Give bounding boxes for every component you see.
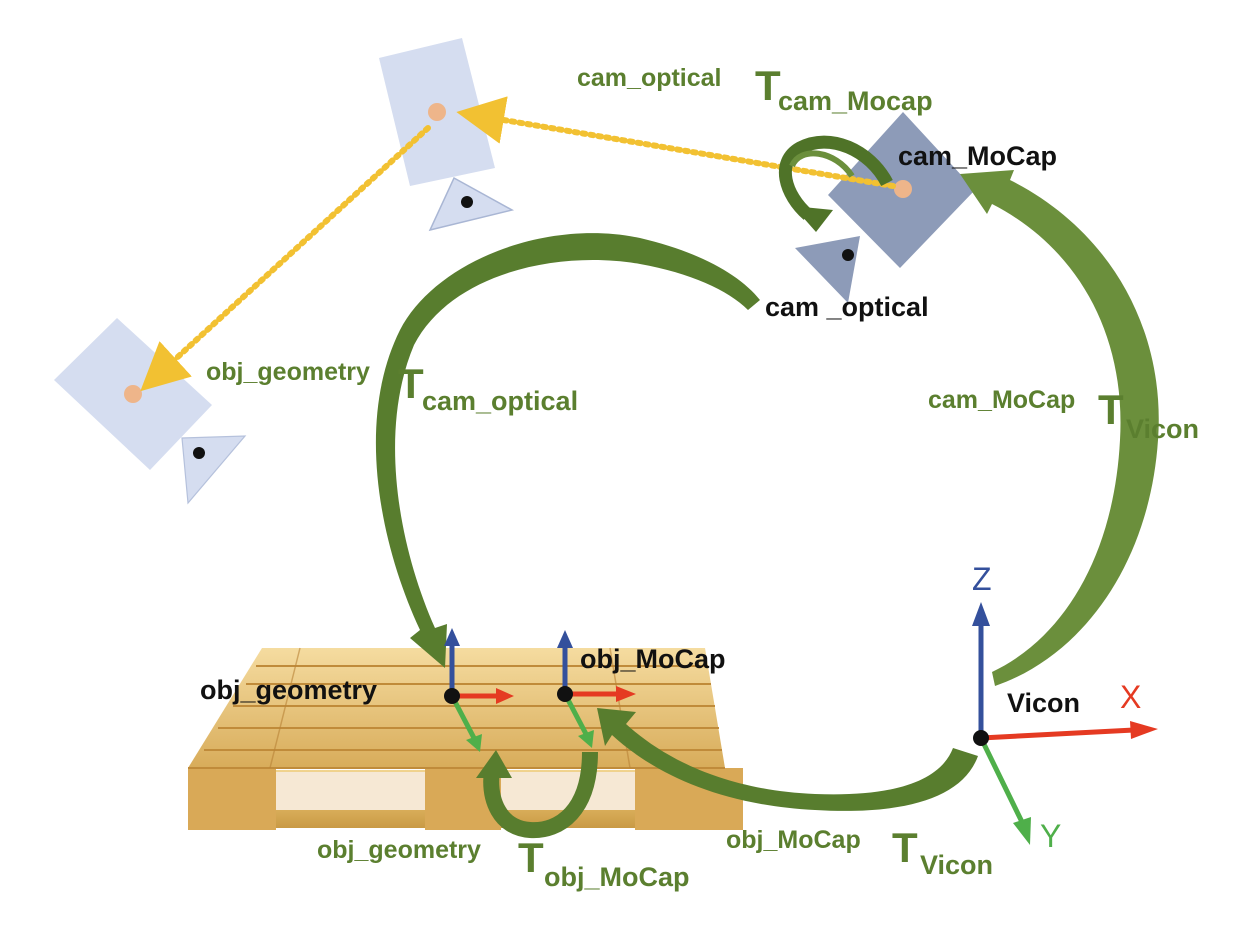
arrow-cam-optical-from-cam-mocap xyxy=(778,135,893,232)
label-obj-geometry: obj_geometry xyxy=(200,675,377,705)
axis-z-label: Z xyxy=(972,561,992,597)
optical-center-dot xyxy=(193,447,205,459)
arrow-obj-geometry-from-obj-mocap xyxy=(476,750,598,839)
label-vicon: Vicon xyxy=(1007,688,1080,718)
svg-text:obj_MoCap: obj_MoCap xyxy=(726,826,861,854)
svg-text:obj_geometry: obj_geometry xyxy=(206,358,370,386)
camera-top-left xyxy=(379,38,515,232)
camera-center-dot xyxy=(894,180,912,198)
svg-text:T: T xyxy=(755,62,781,109)
axis-x-label: X xyxy=(1120,679,1141,715)
camera-left xyxy=(54,318,247,505)
svg-text:Vicon: Vicon xyxy=(920,850,993,880)
frame-obj-mocap xyxy=(557,630,636,748)
arrow-cam-mocap-from-vicon xyxy=(960,170,1159,686)
camera-center-dot xyxy=(428,103,446,121)
optical-center-dot xyxy=(461,196,473,208)
svg-text:obj_geometry: obj_geometry xyxy=(317,836,481,864)
transform-label-obj-geometry-cam-optical: obj_geometry T cam_optical xyxy=(206,358,578,416)
svg-text:T: T xyxy=(518,834,544,881)
label-cam-optical: cam _optical xyxy=(765,292,929,322)
svg-text:Vicon: Vicon xyxy=(1126,414,1199,444)
svg-text:T: T xyxy=(1098,386,1124,433)
svg-text:cam_optical: cam_optical xyxy=(422,386,578,416)
optical-center-dot xyxy=(842,249,854,261)
arrow-obj-geometry-from-cam-optical xyxy=(375,233,760,668)
camera-center-dot xyxy=(124,385,142,403)
svg-text:obj_MoCap: obj_MoCap xyxy=(544,862,690,892)
frame-obj-geometry xyxy=(444,628,514,752)
svg-text:T: T xyxy=(398,360,424,407)
svg-text:cam_optical: cam_optical xyxy=(577,64,722,92)
transform-label-obj-geometry-obj-mocap: obj_geometry T obj_MoCap xyxy=(317,834,690,892)
transform-label-cam-optical-cam-mocap: cam_optical T cam_Mocap xyxy=(577,62,933,116)
svg-text:T: T xyxy=(892,824,918,871)
frame-vicon xyxy=(972,602,1158,845)
camera-mocap xyxy=(795,112,975,303)
arrow-obj-mocap-from-vicon xyxy=(597,708,978,811)
transform-label-obj-mocap-vicon: obj_MoCap T Vicon xyxy=(726,824,993,880)
dotted-camera-links xyxy=(140,96,896,392)
axis-y-label: Y xyxy=(1040,818,1061,854)
label-cam-mocap: cam_MoCap xyxy=(898,141,1057,171)
label-obj-mocap: obj_MoCap xyxy=(580,644,726,674)
svg-text:cam_Mocap: cam_Mocap xyxy=(778,86,933,116)
transform-label-cam-mocap-vicon: cam_MoCap T Vicon xyxy=(928,386,1199,444)
svg-text:cam_MoCap: cam_MoCap xyxy=(928,386,1075,414)
